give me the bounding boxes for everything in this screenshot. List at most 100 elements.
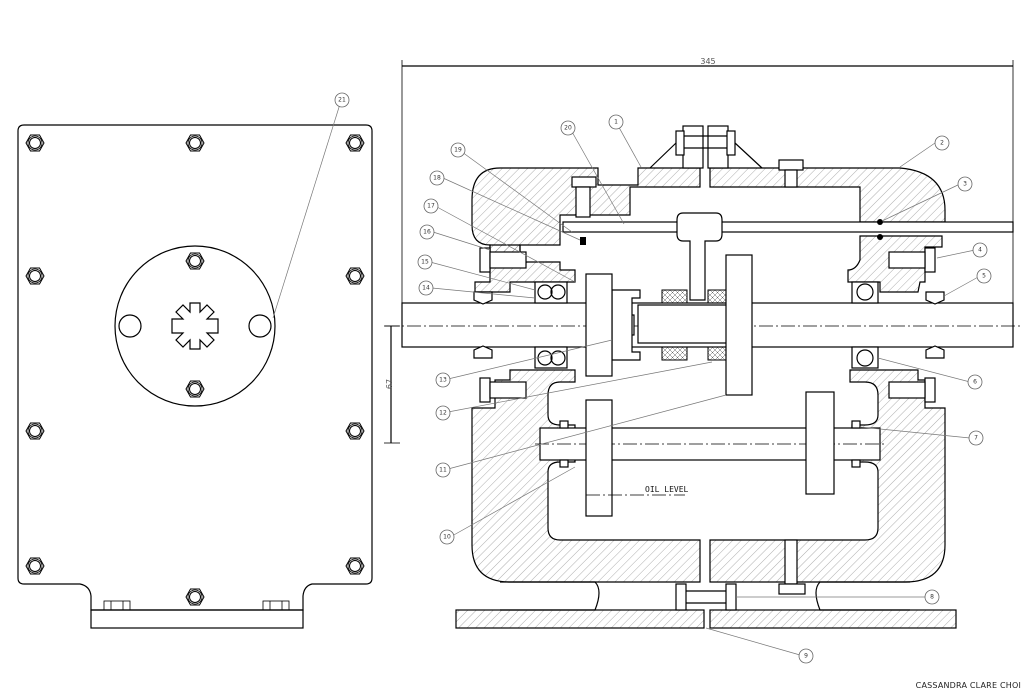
balloon-3[interactable]: 3 <box>957 176 973 192</box>
svg-text:12: 12 <box>439 410 447 417</box>
bolt-4 <box>888 247 936 273</box>
leaders <box>429 121 981 656</box>
svg-text:13: 13 <box>439 377 447 384</box>
bolt-16 <box>479 247 527 273</box>
output-gear-right <box>805 391 835 495</box>
shift-fork <box>676 212 723 301</box>
hex-nut-icon <box>345 267 365 285</box>
cover-bolt-left <box>571 176 597 218</box>
balloon-12[interactable]: 12 <box>435 405 451 421</box>
balloon-17[interactable]: 17 <box>423 198 439 214</box>
side-base-bolt-left <box>103 600 131 611</box>
svg-text:15: 15 <box>421 259 429 266</box>
svg-text:18: 18 <box>433 175 441 182</box>
side-base-foot <box>90 609 304 629</box>
sliding-sleeve <box>637 304 729 344</box>
bush-upper-left <box>661 289 688 304</box>
circlip-upper-right <box>851 420 861 429</box>
hex-nut-icon <box>25 422 45 440</box>
seal-18 <box>580 237 586 245</box>
section-view: 345 67 <box>384 57 1020 656</box>
hex-nut-icon <box>25 134 45 152</box>
coupling-hub <box>611 289 641 361</box>
balloon-1[interactable]: 1 <box>608 114 624 130</box>
oil-level-label: OIL LEVEL <box>645 485 689 494</box>
svg-text:3: 3 <box>963 181 967 188</box>
side-base-bolt-right <box>262 600 290 611</box>
balloon-9[interactable]: 9 <box>798 648 814 664</box>
hex-nut-icon <box>25 267 45 285</box>
balloon-2[interactable]: 2 <box>934 135 950 151</box>
base-plate-right <box>709 609 957 629</box>
drain-bolt <box>784 539 798 585</box>
drain-bolt-head <box>778 583 806 595</box>
dimension-67[interactable]: 67 <box>384 325 400 444</box>
hex-nut-icon <box>345 134 365 152</box>
balloon-20[interactable]: 20 <box>560 120 576 136</box>
author-signature: CASSANDRA CLARE CHOI <box>915 681 1021 690</box>
svg-text:4: 4 <box>978 247 982 254</box>
splined-shaft-end <box>171 302 219 350</box>
base-bolt-8 <box>675 583 737 611</box>
bolt-lower-right <box>888 377 936 403</box>
svg-text:1: 1 <box>614 119 618 126</box>
svg-text:2: 2 <box>940 140 944 147</box>
balloon-10[interactable]: 10 <box>439 529 455 545</box>
top-cover-right <box>709 167 946 223</box>
top-flange-bolt <box>649 125 763 169</box>
hex-nut-icon <box>185 252 205 270</box>
output-gear-left <box>585 399 613 517</box>
balloon-18[interactable]: 18 <box>429 170 445 186</box>
circlip-lower-right <box>851 459 861 468</box>
input-gear-left <box>585 273 613 377</box>
hex-nut-icon <box>185 134 205 152</box>
balloon-15[interactable]: 15 <box>417 254 433 270</box>
bush-lower-left <box>661 346 688 361</box>
balloon-7[interactable]: 7 <box>968 430 984 446</box>
balloon-19[interactable]: 19 <box>450 142 466 158</box>
grease-nipple-lower-right <box>925 345 945 359</box>
input-gear-right <box>725 254 753 396</box>
balloon-6[interactable]: 6 <box>967 374 983 390</box>
hex-nut-icon <box>345 557 365 575</box>
part-balloons: 1 2 3 4 5 6 7 8 9 10 11 12 13 14 15 16 1… <box>334 92 992 664</box>
balloon-5[interactable]: 5 <box>976 268 992 284</box>
balloon-14[interactable]: 14 <box>418 280 434 296</box>
balloon-16[interactable]: 16 <box>419 224 435 240</box>
svg-text:16: 16 <box>423 229 431 236</box>
cover-bolt-right <box>778 159 804 188</box>
balloon-11[interactable]: 11 <box>435 462 451 478</box>
hex-nut-icon <box>185 380 205 398</box>
svg-text:11: 11 <box>439 467 447 474</box>
svg-text:19: 19 <box>454 147 462 154</box>
svg-text:10: 10 <box>443 534 451 541</box>
svg-text:21: 21 <box>338 97 346 104</box>
dimension-345[interactable]: 3 4 5 <box>401 57 1014 330</box>
oring-3 <box>877 219 883 225</box>
bush-upper-right <box>707 289 729 304</box>
hex-nut-icon <box>185 588 205 606</box>
circlip-lower-left <box>559 459 569 468</box>
svg-text:20: 20 <box>564 125 572 132</box>
hex-nut-icon <box>345 422 365 440</box>
svg-text:5: 5 <box>982 273 986 280</box>
bearing-15-upper <box>534 281 568 304</box>
grease-nipple-lower-left <box>473 345 493 359</box>
svg-text:7: 7 <box>974 435 978 442</box>
side-view <box>17 103 373 629</box>
svg-text:6: 6 <box>973 379 977 386</box>
bearing-6-lower <box>851 346 879 369</box>
dipstick-rod <box>562 221 1014 233</box>
balloon-21[interactable]: 21 <box>334 92 350 108</box>
svg-text:9: 9 <box>804 653 808 660</box>
balloon-8[interactable]: 8 <box>924 589 940 605</box>
balloon-13[interactable]: 13 <box>435 372 451 388</box>
bush-lower-right <box>707 346 729 361</box>
dimension-height-label: 67 <box>385 379 394 389</box>
svg-text:14: 14 <box>422 285 430 292</box>
balloon-4[interactable]: 4 <box>972 242 988 258</box>
bolt-12 <box>479 377 527 403</box>
cover-hole-left <box>118 314 142 338</box>
svg-text:17: 17 <box>427 203 435 210</box>
